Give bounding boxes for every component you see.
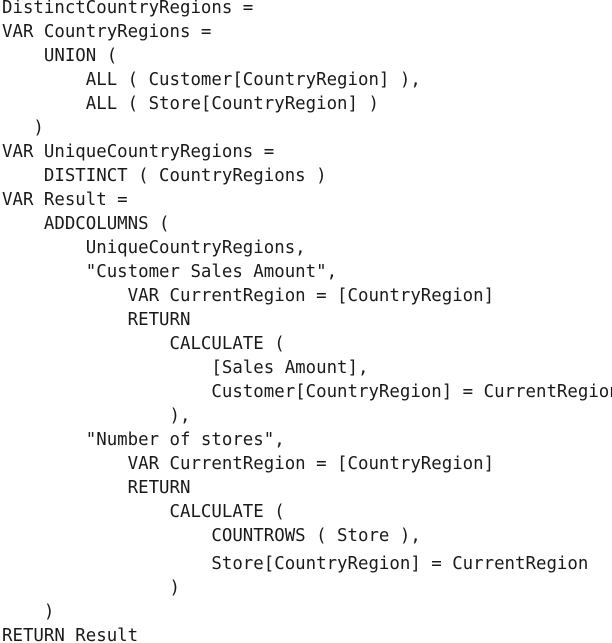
code-line-3: UNION (	[2, 46, 118, 66]
code-line-8: DISTINCT ( CountryRegions )	[2, 166, 327, 186]
code-line-1: DistinctCountryRegions =	[2, 0, 254, 18]
code-line-27: RETURN Result	[2, 626, 139, 643]
code-line-25: )	[2, 578, 180, 598]
code-line-5: ALL ( Store[CountryRegion] )	[2, 94, 379, 114]
code-line-7: VAR UniqueCountryRegions =	[2, 142, 275, 162]
code-line-4: ALL ( Customer[CountryRegion] ),	[2, 70, 421, 90]
code-line-19: "Number of stores",	[2, 430, 285, 450]
code-line-17: Customer[CountryRegion] = CurrentRegion	[2, 382, 612, 402]
code-line-23: COUNTROWS ( Store ),	[2, 526, 421, 546]
code-line-12: "Customer Sales Amount",	[2, 262, 338, 282]
code-line-22: CALCULATE (	[2, 502, 285, 522]
code-line-18: ),	[2, 406, 191, 426]
code-line-11: UniqueCountryRegions,	[2, 238, 306, 258]
code-line-20: VAR CurrentRegion = [CountryRegion]	[2, 454, 495, 474]
code-line-16: [Sales Amount],	[2, 358, 369, 378]
code-line-2: VAR CountryRegions =	[2, 22, 212, 42]
code-line-15: CALCULATE (	[2, 334, 285, 354]
code-line-6: )	[2, 118, 44, 138]
code-line-21: RETURN	[2, 478, 191, 498]
code-line-26: )	[2, 602, 55, 622]
code-line-9: VAR Result =	[2, 190, 128, 210]
code-line-10: ADDCOLUMNS (	[2, 214, 170, 234]
code-line-24: Store[CountryRegion] = CurrentRegion	[2, 554, 589, 574]
code-line-14: RETURN	[2, 310, 191, 330]
code-line-13: VAR CurrentRegion = [CountryRegion]	[2, 286, 495, 306]
